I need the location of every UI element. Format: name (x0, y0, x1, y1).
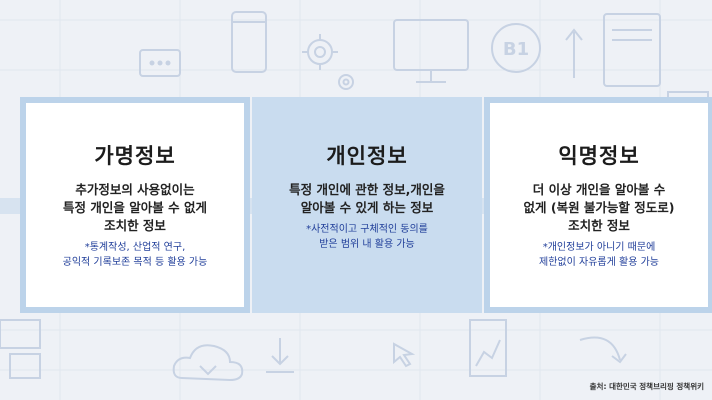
card-description: 추가정보의 사용없이는 특정 개인을 알아볼 수 없게 조치한 정보 (63, 182, 207, 233)
card-note: *사전적이고 구체적인 동의를 받은 범위 내 활용 가능 (306, 224, 428, 250)
card-description: 더 이상 개인을 알아볼 수 없게 (복원 불가능할 정도로) 조치한 정보 (523, 182, 675, 233)
card-note: *통계작성, 산업적 연구, 공익적 기록보존 목적 등 활용 가능 (62, 242, 208, 268)
badge-label: B1 (503, 39, 529, 60)
gear-icon-small (338, 74, 354, 90)
monitor-icon (393, 19, 469, 83)
gear-icon (302, 34, 338, 70)
circle-arrow-icon (579, 336, 627, 364)
cloud-icon (172, 344, 244, 382)
card-note: *개인정보가 아니기 때문에 제한없이 자유롭게 활용 가능 (539, 242, 659, 268)
tablet-icon (603, 13, 661, 87)
bar-chart-icon (469, 319, 507, 377)
arrow-up-icon (565, 28, 583, 78)
card-title: 익명정보 (558, 144, 640, 168)
card-title: 개인정보 (326, 144, 408, 168)
source-caption: 출처: 대한민국 정책브리핑 정책위키 (589, 382, 704, 391)
badge-icon: B1 (491, 23, 541, 73)
chat-bubble-icon (139, 49, 181, 77)
anonymous-info-card: 익명정보 더 이상 개인을 알아볼 수 없게 (복원 불가능할 정도로) 조치한… (484, 97, 712, 313)
grid-blocks-icon (0, 319, 41, 379)
download-icon (266, 338, 294, 373)
personal-info-card: 개인정보 특정 개인에 관한 정보,개인을 알아볼 수 있게 하는 정보 *사전… (252, 97, 482, 313)
pseudonymous-info-card: 가명정보 추가정보의 사용없이는 특정 개인을 알아볼 수 없게 조치한 정보 … (20, 97, 250, 313)
card-title: 가명정보 (94, 144, 176, 168)
phone-icon (231, 11, 267, 73)
card-description: 특정 개인에 관한 정보,개인을 알아볼 수 있게 하는 정보 (289, 182, 445, 215)
cursor-icon (393, 342, 416, 368)
